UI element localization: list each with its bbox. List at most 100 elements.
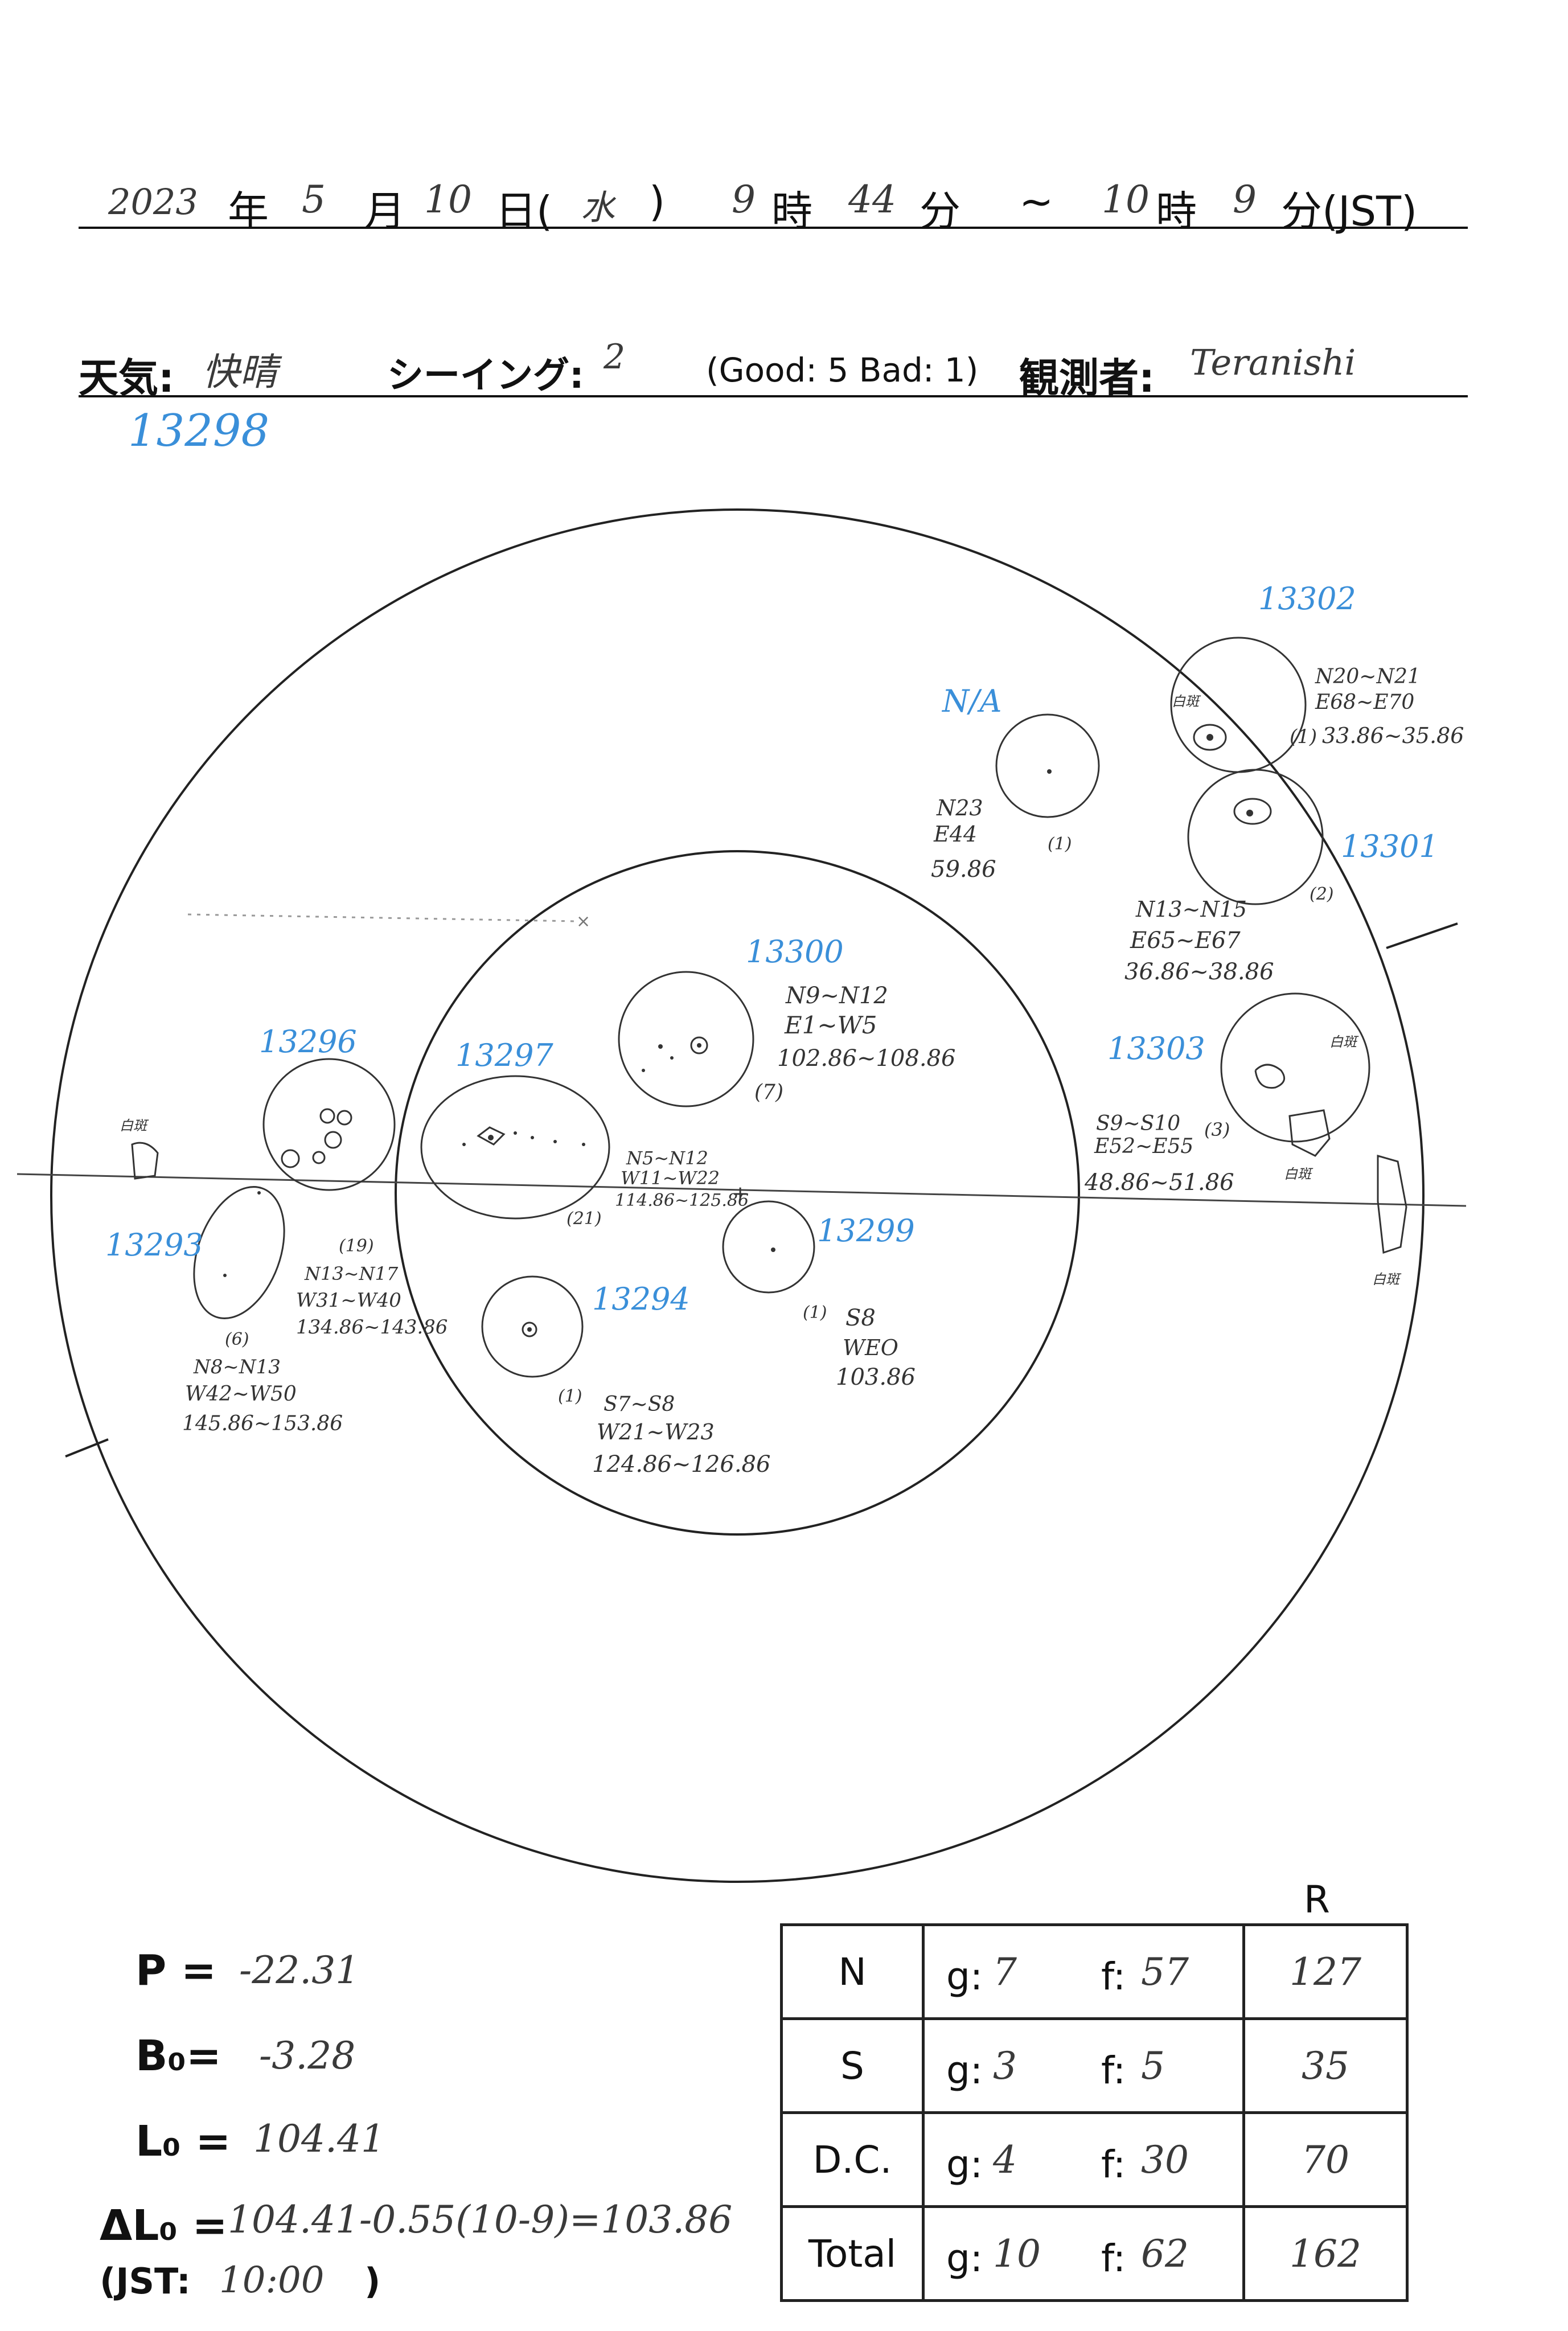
f-label: f: <box>1101 2049 1126 2092</box>
sunspot-13301 <box>1233 798 1272 825</box>
lat-13301: N13~N15 <box>1135 897 1247 922</box>
spot-outline-13293 <box>193 1186 285 1319</box>
range-na: 59.86 <box>931 856 996 883</box>
f-value: 57 <box>1141 1950 1189 1994</box>
seeing-label: シーイング: <box>387 355 584 397</box>
count-13303: (3) <box>1204 1119 1230 1140</box>
start-minute-value: 44 <box>848 178 896 221</box>
lat-13300: N9~N12 <box>785 983 888 1009</box>
lon-13293: W42~W50 <box>185 1382 297 1406</box>
annotation-13299: (1) S8 WEO 103.86 <box>803 1303 916 1390</box>
sunspot-13293-b <box>257 1191 261 1195</box>
sunspot-core-13302 <box>1206 734 1213 741</box>
annotation-13293: (6) N8~N13 W42~W50 145.86~153.86 <box>182 1329 343 1435</box>
sunspot-13300 <box>690 1036 708 1054</box>
lon-na: E44 <box>933 822 977 847</box>
weather-value: 快晴 <box>202 350 277 394</box>
annotation-13297: N5~N12 W11~W22 114.86~125.86 (21) <box>567 1147 749 1229</box>
cross-mark: × <box>576 912 590 931</box>
lon-13300: E1~W5 <box>784 1011 877 1039</box>
range-13293: 145.86~153.86 <box>182 1412 343 1435</box>
r-value-cell: 162 <box>1242 2205 1409 2302</box>
range-13300: 102.86~108.86 <box>777 1045 955 1072</box>
p-angle-value: -22.31 <box>239 1948 360 1992</box>
count-13299: (1) <box>803 1303 827 1323</box>
sunspot-13299 <box>771 1247 775 1252</box>
faculae-tag-west: 白斑 <box>120 1118 149 1134</box>
sunspot-core-13297 <box>488 1135 494 1140</box>
solar-equator-line <box>17 1173 1467 1207</box>
sunspot-13296-d <box>324 1131 342 1149</box>
faculae-tag-13303: 白斑 <box>1329 1034 1359 1050</box>
annotation-13302: N20~N21 E68~E70 (1) 33.86~35.86 白斑 <box>1172 665 1464 748</box>
sunspot-13302 <box>1193 724 1227 751</box>
range-13301: 36.86~38.86 <box>1124 959 1274 985</box>
range-13297: 114.86~125.86 <box>615 1191 749 1210</box>
annotation-13294: (1) S7~S8 W21~W23 124.86~126.86 <box>558 1386 770 1478</box>
group-spot-cell: g: 4 f: 30 <box>922 2111 1245 2208</box>
lat-13296: N13~N17 <box>304 1263 399 1284</box>
g-value: 10 <box>993 2232 1041 2276</box>
sunspot-13300-d <box>642 1069 645 1072</box>
region-label-13301: 13301 <box>1341 828 1439 864</box>
sunspot-13296-a <box>319 1108 335 1124</box>
sunspot-13297-e <box>582 1143 585 1146</box>
lat-na: N23 <box>936 795 983 820</box>
jst-value: 10:00 <box>219 2259 325 2301</box>
month-value: 5 <box>302 178 326 221</box>
g-label: g: <box>946 1955 983 1998</box>
sunspot-13303 <box>1254 1064 1286 1089</box>
top-region-label: 13298 <box>128 405 270 457</box>
table-row: N g: 7 f: 57 127 <box>780 1923 1409 2020</box>
sunspot-count-table: N g: 7 f: 57 127 S g: 3 f: 5 35 D.C. g: … <box>780 1923 1409 2302</box>
end-hour-value: 10 <box>1102 178 1150 221</box>
annotation-13303: S9~S10 E52~E55 (3) 48.86~51.86 白斑 <box>1084 1034 1359 1196</box>
g-value: 3 <box>993 2044 1017 2088</box>
faculae-limb-east <box>1377 1155 1407 1254</box>
r-value-cell: 35 <box>1242 2017 1409 2114</box>
range-13294: 124.86~126.86 <box>592 1451 770 1478</box>
faculae-tag-east: 白斑 <box>1372 1271 1402 1287</box>
b0-label: B₀= <box>136 2032 221 2080</box>
g-label: g: <box>946 2143 983 2186</box>
time-range-separator: ~ <box>1019 178 1054 225</box>
hemisphere-cell: Total <box>780 2205 925 2302</box>
f-label: f: <box>1101 2236 1126 2280</box>
spot-outline-13303 <box>1220 992 1370 1143</box>
delta-l0-label: ΔL₀ = <box>100 2201 228 2250</box>
count-na: (1) <box>1048 834 1072 854</box>
observer-value: Teranishi <box>1190 342 1356 383</box>
count-13296: (19) <box>339 1236 374 1256</box>
end-minute-value: 9 <box>1233 178 1257 221</box>
jst-close: ) <box>364 2260 381 2302</box>
spot-outline-13299 <box>722 1200 815 1294</box>
g-value: 7 <box>993 1950 1017 1994</box>
table-row: D.C. g: 4 f: 30 70 <box>780 2111 1409 2208</box>
axis-tick-east <box>1386 922 1458 949</box>
sunspot-core-13294 <box>527 1327 532 1332</box>
lat-13302: N20~N21 <box>1315 665 1421 688</box>
faculae-limb-west <box>131 1142 159 1180</box>
group-spot-cell: g: 10 f: 62 <box>922 2205 1245 2302</box>
sunspot-13296-c <box>281 1149 300 1168</box>
solar-disk-outline <box>50 508 1425 1883</box>
range-13296: 134.86~143.86 <box>296 1316 448 1339</box>
f-label: f: <box>1101 1955 1126 1998</box>
annotation-13300: N9~N12 E1~W5 102.86~108.86 (7) <box>754 983 955 1104</box>
conditions-underline <box>79 395 1468 397</box>
range-13299: 103.86 <box>836 1364 916 1390</box>
l0-label: L₀ = <box>136 2117 231 2166</box>
hemisphere-cell: D.C. <box>780 2111 925 2208</box>
lon-13303: E52~E55 <box>1094 1135 1193 1158</box>
lon-13302: E68~E70 <box>1315 691 1414 714</box>
seeing-scale: (Good: 5 Bad: 1) <box>706 351 979 389</box>
observer-label: 観測者: <box>1019 355 1155 401</box>
range-13302: 33.86~35.86 <box>1322 723 1464 748</box>
sunspot-13297-c <box>531 1136 534 1139</box>
r-value-cell: 70 <box>1242 2111 1409 2208</box>
region-label-13302: 13302 <box>1258 581 1356 617</box>
spot-outline-13301 <box>1187 769 1324 905</box>
lat-13299: S8 <box>845 1305 876 1331</box>
spot-outline-na <box>995 713 1100 818</box>
spot-outline-13297 <box>420 1075 610 1220</box>
